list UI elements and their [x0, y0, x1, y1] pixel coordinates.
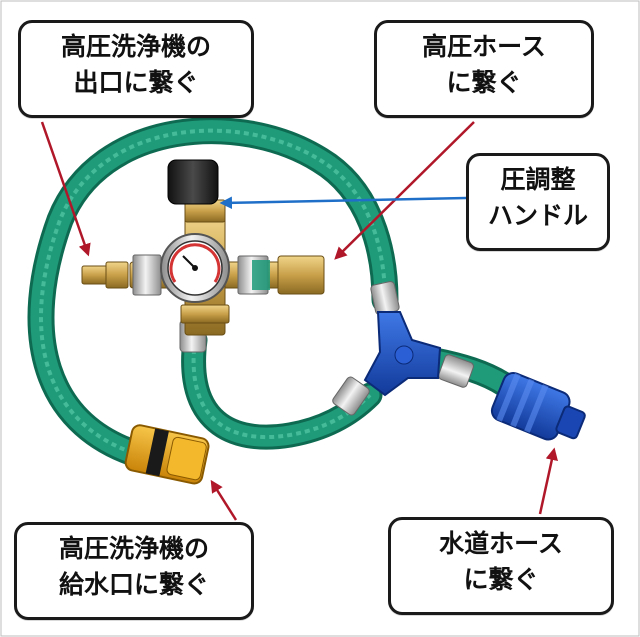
arrow-to-inlet: [210, 479, 238, 521]
arrow-to-outlet: [40, 121, 91, 257]
callout-water-line1: 水道ホース: [439, 529, 563, 558]
callout-outlet: 高圧洗浄機の 出口に繋ぐ: [18, 20, 254, 118]
arrow-to-handle: [219, 196, 467, 210]
callout-pressure-handle: 圧調整 ハンドル: [466, 153, 610, 251]
callout-handle-line1: 圧調整: [500, 165, 576, 194]
arrow-icon: [40, 121, 558, 521]
callout-inlet-line2: 給水口に繋ぐ: [58, 570, 209, 599]
adjustment-knob: [167, 159, 219, 205]
blue-coupler: [490, 371, 586, 441]
green-hose-loop: [27, 117, 399, 472]
callout-high-pressure-hose: 高圧ホース に繋ぐ: [374, 20, 594, 118]
callout-handle-line2: ハンドル: [487, 201, 588, 230]
callout-inlet: 高圧洗浄機の 給水口に繋ぐ: [14, 522, 254, 620]
gauge-icon: [160, 233, 230, 303]
callout-hose-line1: 高圧ホース: [422, 32, 546, 61]
arrow-to-hp-hose: [334, 121, 475, 260]
callout-water-line2: に繋ぐ: [463, 565, 539, 594]
callout-hose-line2: に繋ぐ: [446, 68, 522, 97]
callout-water-hose: 水道ホース に繋ぐ: [388, 517, 614, 615]
callout-inlet-line1: 高圧洗浄機の: [58, 534, 209, 563]
chrome-collar-right: [438, 354, 474, 388]
chrome-collar-left: [332, 376, 370, 416]
callout-outlet-line1: 高圧洗浄機の: [60, 32, 211, 61]
arrow-to-water-hose: [538, 447, 558, 515]
pressure-regulator: [81, 159, 325, 336]
orange-inlet-fitting: [124, 424, 210, 485]
callout-outlet-line2: 出口に繋ぐ: [73, 68, 199, 97]
blue-y-joint: [363, 311, 442, 397]
